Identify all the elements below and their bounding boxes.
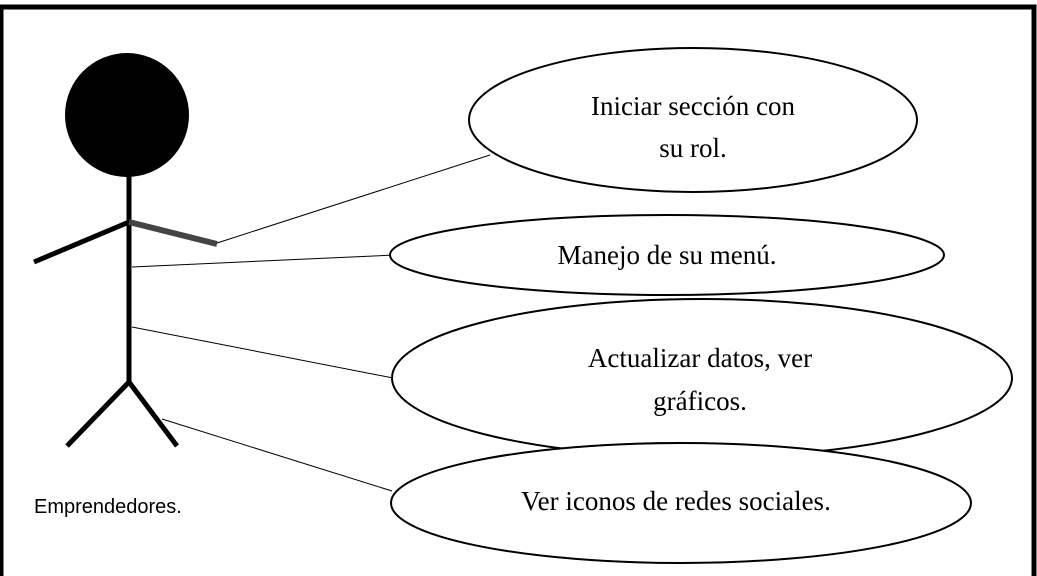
actor-left-leg [65,380,131,448]
actor-label: Emprendedores. [34,496,182,518]
use-case-label: Iniciar sección con [591,91,795,121]
association-line [161,418,393,492]
use-case-manejo-menu: Manejo de su menú. [389,214,945,296]
association-line [216,154,491,244]
use-case-ellipse [390,442,972,564]
use-case-ver-iconos: Ver iconos de redes sociales. [390,442,972,564]
diagram-frame [0,4,1037,576]
use-case-label: Actualizar datos, ver [588,343,812,373]
actor-figure [33,53,218,448]
use-case-label: Ver iconos de redes sociales. [521,486,831,516]
use-case-label: gráficos. [653,386,747,416]
association-line [131,326,394,379]
use-case-label: su rol. [659,133,727,163]
use-case-label: Manejo de su menú. [558,240,777,270]
association-line [131,254,396,268]
use-case-ellipse [391,298,1013,458]
actor-right-arm [128,219,218,247]
actor-right-leg [127,380,179,448]
use-case-ellipse [468,47,918,193]
use-case-actualizar-datos: Actualizar datos, ver gráficos. [391,298,1013,458]
use-case-ellipse [389,214,945,296]
actor-left-arm [33,219,130,265]
actor-head [65,53,189,177]
use-case-iniciar-seccion: Iniciar sección con su rol. [468,47,918,193]
